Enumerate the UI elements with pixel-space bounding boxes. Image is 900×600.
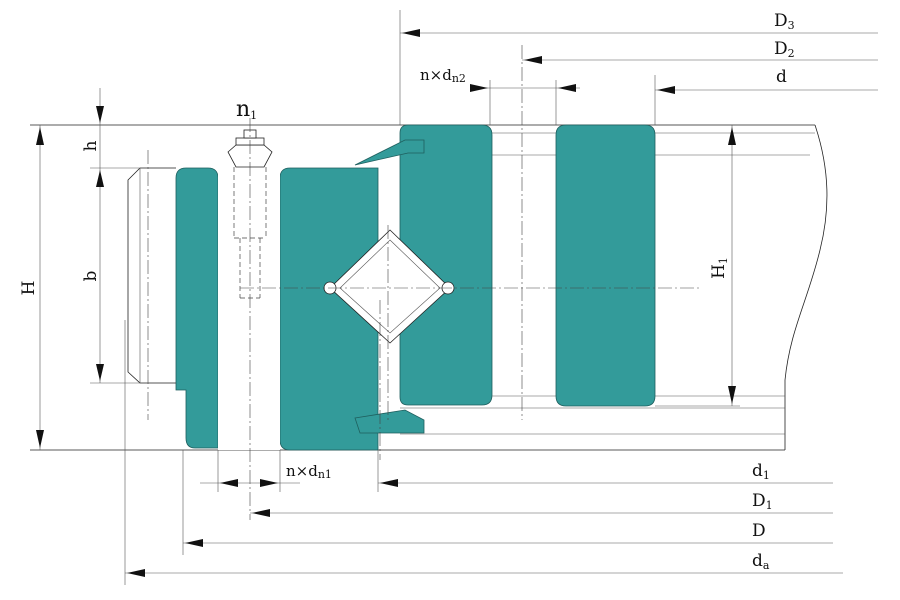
outer-ring [399,124,656,407]
label-n-dn2: n×dn2 [420,66,466,85]
label-h: h [81,140,101,151]
label-D: D [752,521,766,541]
label-D3: D3 [774,11,795,32]
label-H: H [19,281,39,296]
label-d1: d1 [752,461,770,482]
centerlines [147,45,700,520]
dimension-lines [36,29,878,577]
label-n1: n1 [236,97,257,122]
label-H1: H1 [709,257,730,279]
label-b: b [81,270,101,281]
left-body-outline [127,167,176,384]
label-n-dn1: n×dn1 [286,462,332,481]
label-D2: D2 [774,39,795,60]
label-da: da [752,551,770,572]
label-d: d [776,67,787,87]
extension-lines [90,10,740,585]
dimension-labels: H h b n1 H1 D3 D2 d n×dn2 n×dn1 d1 D1 D [19,11,795,572]
label-D1: D1 [752,491,773,512]
seals [354,139,425,434]
inner-ring [175,167,379,451]
